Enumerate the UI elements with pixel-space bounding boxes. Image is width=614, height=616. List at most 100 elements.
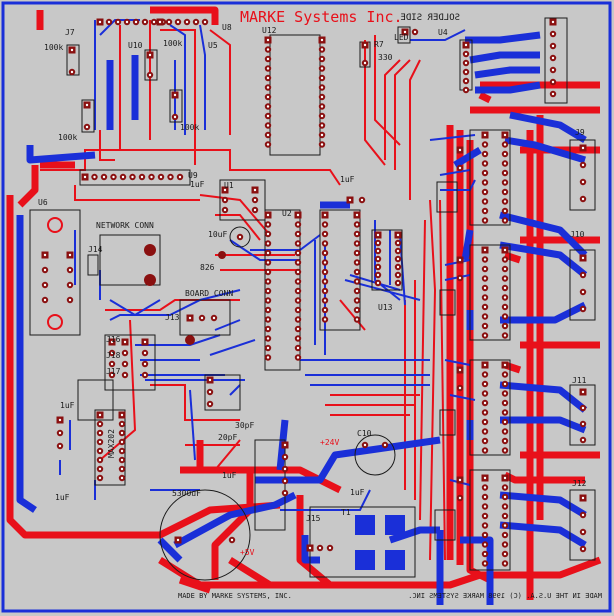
pad-drill	[266, 308, 270, 312]
pad-drill	[458, 166, 462, 170]
pad-drill	[98, 431, 102, 435]
pad-drill	[551, 32, 555, 36]
pad-drill	[266, 337, 270, 340]
pad-drill	[43, 283, 47, 287]
pad-drill	[208, 378, 212, 382]
label-5v: +5V	[240, 548, 255, 557]
pad-drill	[483, 133, 487, 137]
pad-drill	[283, 467, 287, 471]
pad-drill	[503, 543, 507, 546]
pad-drill	[131, 175, 134, 179]
pad-drill	[120, 422, 124, 426]
pad-drill	[283, 443, 287, 447]
pad-drill	[503, 143, 507, 146]
pad-drill	[320, 114, 324, 118]
label-u5: U5	[208, 41, 218, 50]
pad-drill	[581, 496, 585, 500]
pad-drill	[143, 362, 147, 366]
pad-drill	[320, 133, 324, 137]
pad-drill	[266, 280, 270, 283]
label-j15: J15	[306, 514, 321, 523]
pad-drill	[98, 422, 102, 426]
label-j12: J12	[572, 479, 587, 488]
pad-drill	[120, 413, 124, 417]
pad-drill	[483, 363, 487, 367]
pad-drill	[483, 392, 487, 395]
pad-drill	[396, 281, 400, 285]
pad-drill	[483, 495, 487, 499]
pad-drill	[120, 458, 124, 462]
pad-drill	[581, 406, 585, 410]
pad-drill	[483, 411, 487, 414]
pad-drill	[323, 261, 327, 264]
pad-drill	[363, 61, 367, 65]
pad-drill	[355, 270, 359, 274]
pad-drill	[503, 133, 507, 137]
pad-drill	[551, 80, 555, 84]
pad-drill	[308, 546, 312, 550]
label-c-1uf-b: 1uF	[190, 180, 205, 189]
board-labels: MARKE Systems Inc. SOLDER SIDE J7 U10 U8…	[38, 8, 602, 600]
pad-drill	[464, 52, 468, 56]
pad-drill	[503, 219, 507, 222]
pad-drill	[483, 524, 487, 527]
pad-drill	[283, 455, 287, 459]
pad-drill	[383, 443, 387, 447]
pad-drill	[320, 124, 324, 127]
pad-drill	[178, 175, 182, 179]
pad-drill	[503, 200, 507, 203]
pad-drill	[503, 277, 507, 280]
pad-drill	[296, 346, 300, 350]
pad-drill	[266, 67, 270, 70]
pad-drill	[360, 198, 364, 202]
pad-drill	[483, 562, 487, 565]
pad-drill	[483, 324, 487, 328]
pad-drill	[483, 305, 487, 309]
label-j10: J10	[570, 230, 585, 239]
pad-drill	[296, 251, 300, 255]
pad-drill	[320, 57, 324, 61]
pad-drill	[503, 411, 507, 414]
pad-drill	[167, 20, 171, 24]
pad-drill	[483, 420, 487, 424]
pad-drill	[503, 334, 507, 337]
pad-drill	[355, 299, 359, 302]
pad-drill	[403, 30, 407, 34]
pad-drill	[125, 20, 129, 24]
pad-drill	[266, 105, 270, 108]
pad-drill	[396, 265, 400, 269]
pad-drill	[296, 299, 300, 302]
top-layer-traces	[6, 6, 602, 600]
pad-drill	[253, 188, 257, 192]
pad-drill	[581, 256, 585, 260]
label-100k-a: 100k	[44, 43, 63, 52]
pad-drill	[483, 439, 487, 443]
pad-drill	[107, 20, 111, 24]
pad-drill	[283, 491, 287, 495]
pad-drill	[551, 56, 555, 60]
label-c-1uf-d: 1uF	[55, 493, 70, 502]
pad-drill	[320, 67, 324, 70]
pad-drill	[253, 198, 257, 202]
pad-drill	[296, 242, 300, 245]
pad-drill	[58, 431, 62, 435]
pad-drill	[464, 79, 468, 83]
pad-drill	[266, 213, 270, 217]
bottom-layer-thin-traces	[59, 19, 476, 511]
label-u1: U1	[224, 181, 234, 190]
pad-drill	[376, 241, 380, 245]
pad-drill	[328, 546, 332, 550]
pad-drill	[458, 148, 462, 152]
label-24v: +24V	[320, 438, 339, 447]
pad-drill	[296, 327, 300, 331]
pad-drill	[68, 283, 72, 287]
pad-drill	[483, 449, 487, 452]
pad-drill	[120, 476, 124, 480]
pad-drill	[396, 249, 400, 253]
label-j17: J17	[106, 367, 121, 376]
pad-drill	[123, 340, 127, 344]
pad-drill	[266, 289, 270, 293]
pad-drill	[581, 290, 585, 294]
pad-drill	[396, 273, 400, 277]
pad-drill	[503, 296, 507, 299]
